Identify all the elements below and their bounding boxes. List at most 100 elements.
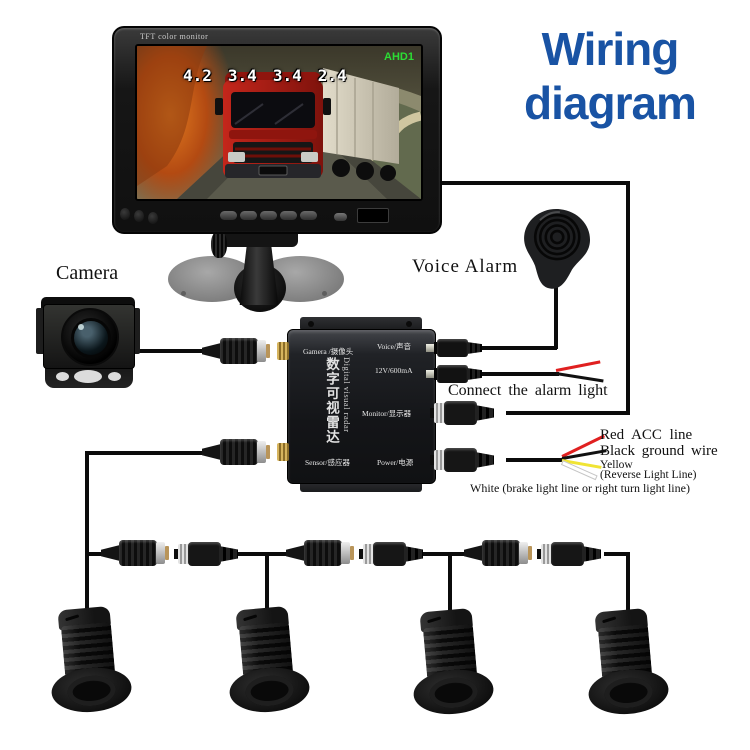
parking-sensor-1 <box>45 605 134 718</box>
connector-band <box>541 544 552 564</box>
bus-female-connector <box>464 540 532 566</box>
dc-plug-ribs <box>467 342 482 354</box>
sensor2-drop <box>265 552 269 613</box>
ir-window <box>357 208 389 223</box>
screw-hole-icon <box>322 291 327 296</box>
connector-pins <box>350 546 354 560</box>
camera-plug-connector <box>202 338 270 364</box>
sensor-bus-seg3 <box>412 552 474 556</box>
connector-ring <box>257 340 266 362</box>
speaker-grille-icon <box>533 213 581 261</box>
camera-bracket-right <box>131 308 140 354</box>
voice-dc-plug <box>426 339 484 357</box>
port-label-sensor: Sensor/感应器 <box>305 458 350 467</box>
mount-hole-icon <box>108 372 121 381</box>
connector-barrel <box>119 540 157 566</box>
camera-port-socket <box>277 342 289 360</box>
connector-strain-relief <box>464 544 484 562</box>
connector-ribs <box>475 405 494 421</box>
connector-band <box>178 544 189 564</box>
alarm-light-red-wire <box>555 360 601 372</box>
dc-plug-body <box>437 339 468 357</box>
connector-strain-relief <box>101 544 121 562</box>
camera-cable <box>130 349 206 353</box>
bezel-hole-icon <box>134 210 144 222</box>
distance-value: 2.4 <box>317 66 347 85</box>
connector-ring <box>257 441 266 463</box>
connector-pins <box>266 445 270 459</box>
sensor3-drop <box>448 552 452 615</box>
port-label-power: Power/电源 <box>377 458 414 467</box>
power-plug-connector <box>430 448 496 472</box>
legend-red-acc-line: Red ACC line <box>600 427 693 443</box>
signal-badge: AHD1 <box>384 51 414 63</box>
connector-band <box>363 544 374 564</box>
mount-hole-icon <box>56 372 69 381</box>
distance-value: 4.2 <box>183 66 212 85</box>
screw-hole-icon <box>181 291 186 296</box>
voice-cable-v <box>554 286 558 349</box>
monitor-button <box>220 211 237 220</box>
bus-male-connector <box>174 542 240 566</box>
monitor-brand-label: TFT color monitor <box>140 32 209 41</box>
bezel-hole-icon <box>120 208 130 220</box>
lens-glint-icon <box>78 324 84 330</box>
connector-ring <box>519 542 528 564</box>
connector-body <box>188 542 221 566</box>
bus-male-connector <box>537 542 603 566</box>
page-title: Wiring diagram <box>468 22 750 131</box>
bus-female-connector <box>101 540 169 566</box>
connector-ribs <box>582 546 601 562</box>
box-top-flange <box>300 317 422 331</box>
connector-tip <box>174 549 179 559</box>
monitor-screen: AHD1 4.2 3.4 3.4 2.4 <box>135 44 423 201</box>
screw-hole-icon <box>406 321 412 327</box>
camera-bracket-left <box>36 308 45 354</box>
connector-barrel <box>304 540 342 566</box>
connector-ribs <box>404 546 423 562</box>
port-label-voice: Voice/声音 <box>377 342 412 351</box>
legend-reverse-light-line: (Reverse Light Line) <box>600 469 697 481</box>
bus-male-connector <box>359 542 425 566</box>
mount-hole-icon <box>74 370 102 383</box>
sensor-harness-top <box>85 451 203 455</box>
title-line-2: diagram <box>524 77 697 130</box>
alarm-light-cable <box>482 372 559 376</box>
voice-alarm-speaker <box>519 208 593 295</box>
sensor4-drop <box>626 552 630 615</box>
power-cable <box>506 458 564 462</box>
truck-cab-illustration <box>215 72 331 178</box>
monitor: TFT color monitor <box>112 26 442 234</box>
bezel-hole-icon <box>148 212 158 224</box>
connector-body <box>551 542 584 566</box>
port-label-monitor: Monitor/显示器 <box>362 409 412 418</box>
sensor-harness-drop <box>85 452 89 613</box>
connector-body <box>444 401 477 425</box>
box-title: 数字可视雷达 Digital visual radar <box>321 357 352 453</box>
connector-barrel <box>220 338 258 364</box>
port-label-camera: Gamera /摄像头 <box>303 347 354 356</box>
camera-label: Camera <box>56 262 119 284</box>
trailer-illustration <box>323 68 399 181</box>
alarm-light-black-wire <box>555 372 604 383</box>
connector-tip <box>430 408 435 418</box>
dc-plug-collar <box>434 342 438 354</box>
connector-ribs <box>219 546 238 562</box>
monitor-button <box>300 211 317 220</box>
parking-sensor-3 <box>407 607 496 720</box>
connector-tip <box>359 549 364 559</box>
dc-plug-collar <box>434 368 438 380</box>
parking-sensor-4 <box>582 607 671 720</box>
connector-band <box>434 450 445 470</box>
connector-barrel <box>482 540 520 566</box>
connector-body <box>373 542 406 566</box>
bus-female-connector <box>286 540 354 566</box>
stand-adjust-knob <box>211 231 227 258</box>
distance-readout: 4.2 3.4 3.4 2.4 <box>183 66 347 85</box>
sensor-bus-seg4 <box>604 552 629 556</box>
connector-pins <box>165 546 169 560</box>
connector-barrel <box>220 439 258 465</box>
sensor-plug-connector <box>202 439 270 465</box>
power-button <box>334 213 347 221</box>
